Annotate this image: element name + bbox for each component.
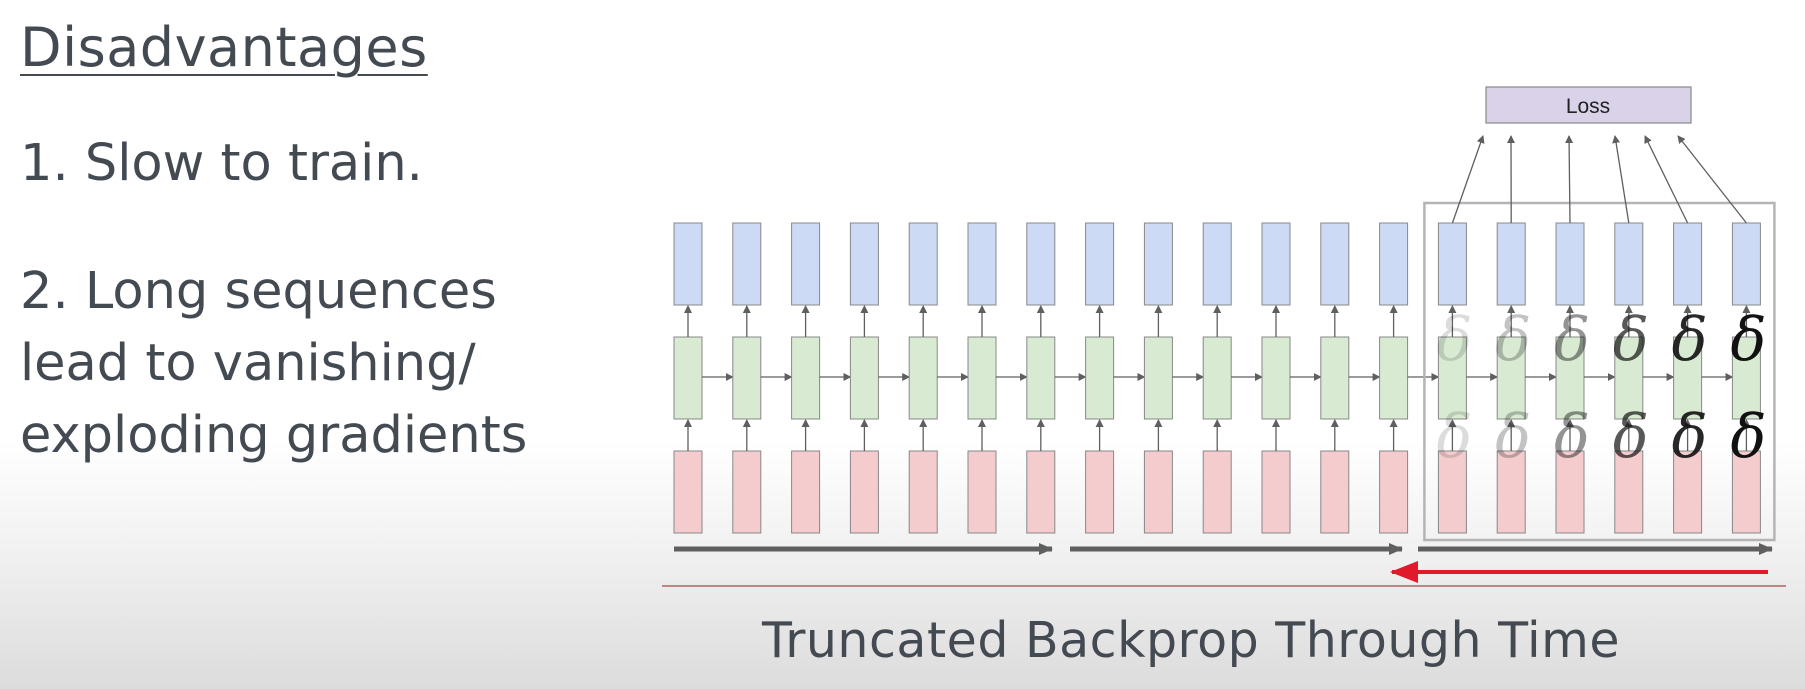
hidden-cell <box>1437 336 1467 420</box>
hidden-cell <box>1026 336 1056 420</box>
output-cell <box>1143 222 1173 306</box>
hidden-cell <box>1379 336 1409 420</box>
hidden-cell <box>791 336 821 420</box>
output-cell <box>1320 222 1350 306</box>
input-cell <box>732 450 762 534</box>
hidden-cell <box>1555 336 1585 420</box>
hidden-cell <box>908 336 938 420</box>
output-to-loss-arrow <box>1451 135 1485 224</box>
output-to-loss-arrow <box>1677 135 1747 224</box>
input-cell <box>1085 450 1115 534</box>
output-cell <box>1437 222 1467 306</box>
hidden-cell <box>1496 336 1526 420</box>
input-cell <box>1143 450 1173 534</box>
output-cell <box>1496 222 1526 306</box>
output-cell <box>1673 222 1703 306</box>
hidden-cell <box>1261 336 1291 420</box>
timeline-arrows <box>674 543 1773 583</box>
output-cell <box>1085 222 1115 306</box>
hidden-cell <box>1731 336 1761 420</box>
input-cell <box>1731 450 1761 534</box>
delta-input-gradient: δ <box>1672 402 1708 472</box>
input-cell <box>967 450 997 534</box>
delta-input-gradient: δ <box>1554 402 1590 472</box>
output-cell <box>1731 222 1761 306</box>
loss-node: Loss <box>1451 86 1747 224</box>
hidden-cell <box>732 336 762 420</box>
delta-hidden-gradient: δ <box>1730 305 1766 375</box>
input-cell <box>1320 450 1350 534</box>
output-cell <box>1555 222 1585 306</box>
delta-hidden-gradient: δ <box>1436 305 1472 375</box>
input-cell <box>908 450 938 534</box>
output-cell <box>1261 222 1291 306</box>
hidden-cell <box>1320 336 1350 420</box>
point-vanishing-gradients-text: 2. Long sequences lead to vanishing/ exp… <box>20 262 528 465</box>
output-cell <box>791 222 821 306</box>
output-cell <box>732 222 762 306</box>
loss-label: Loss <box>1566 95 1610 118</box>
output-cell <box>967 222 997 306</box>
input-cell <box>849 450 879 534</box>
slide-caption: Truncated Backprop Through Time <box>762 612 1621 669</box>
hidden-cell <box>673 336 703 420</box>
input-cell <box>1555 450 1585 534</box>
output-to-loss-arrow <box>1644 135 1689 224</box>
delta-hidden-gradient: δ <box>1495 305 1531 375</box>
input-cell <box>1202 450 1232 534</box>
output-cell <box>673 222 703 306</box>
output-cell <box>1614 222 1644 306</box>
truncation-window <box>1423 201 1776 542</box>
output-to-loss-arrow <box>1565 135 1574 224</box>
output-cell <box>1202 222 1232 306</box>
input-cell <box>1614 450 1644 534</box>
output-cell <box>1379 222 1409 306</box>
hidden-cell <box>1143 336 1173 420</box>
hidden-cell <box>849 336 879 420</box>
output-cell <box>1026 222 1056 306</box>
delta-input-gradient: δ <box>1730 402 1766 472</box>
slide-heading: Disadvantages <box>20 16 428 79</box>
output-cell <box>908 222 938 306</box>
input-cell <box>1496 450 1526 534</box>
input-cell <box>1026 450 1056 534</box>
delta-hidden-gradient: δ <box>1672 305 1708 375</box>
delta-hidden-gradient: δ <box>1554 305 1590 375</box>
input-cell <box>791 450 821 534</box>
hidden-cell <box>1085 336 1115 420</box>
loss-box <box>1485 86 1692 124</box>
input-cell <box>1437 450 1467 534</box>
input-cell <box>1379 450 1409 534</box>
point-slow-to-train: 1. Slow to train. <box>20 134 423 193</box>
output-cell <box>849 222 879 306</box>
truncation-window-box <box>1423 201 1776 542</box>
hidden-cell <box>967 336 997 420</box>
hidden-cell <box>1614 336 1644 420</box>
hidden-cell <box>1202 336 1232 420</box>
input-cell <box>1261 450 1291 534</box>
input-cell <box>673 450 703 534</box>
delta-input-gradient: δ <box>1436 402 1472 472</box>
point-vanishing-gradients: 2. Long sequences lead to vanishing/ exp… <box>20 256 620 472</box>
delta-hidden-gradient: δ <box>1613 305 1649 375</box>
delta-input-gradient: δ <box>1495 402 1531 472</box>
rnn-unrolled-cells <box>673 222 1761 534</box>
output-to-loss-arrow <box>1612 135 1630 224</box>
delta-input-gradient: δ <box>1613 402 1649 472</box>
